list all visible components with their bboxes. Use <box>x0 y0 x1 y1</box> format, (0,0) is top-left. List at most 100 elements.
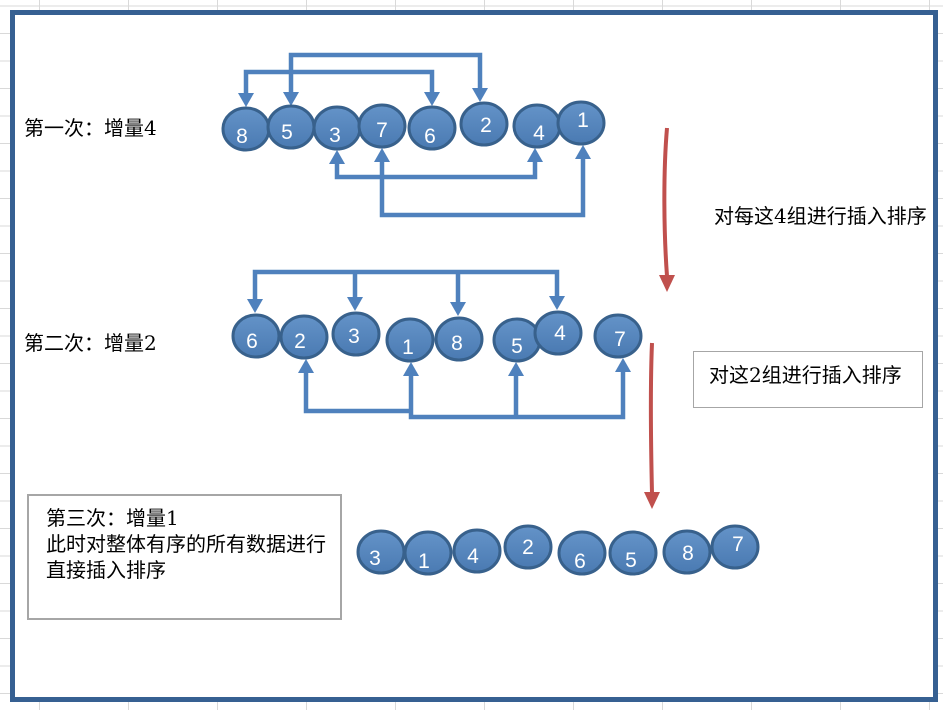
pass2-circle-6: 5 <box>492 317 542 363</box>
red-arrow-after-pass1 <box>662 127 669 277</box>
pass3-circle-shape-1 <box>356 529 406 575</box>
pass1-circle-shape-4 <box>357 103 407 149</box>
pass3-caption-line1: 第三次：增量1 <box>46 506 179 530</box>
pass3-caption-line3: 直接插入排序 <box>46 558 166 582</box>
pass3-circle-value-6: 5 <box>625 549 637 572</box>
pass3-circle-4: 2 <box>503 524 553 570</box>
pass2-circle-shape-7 <box>533 310 583 356</box>
red-arrow-after-pass2-arrowhead <box>644 492 660 509</box>
gap4-bottom-link-7-1-arrowhead-2 <box>575 145 591 159</box>
pass3-circle-shape-3 <box>452 528 502 574</box>
pass3-circle-shape-7 <box>662 529 712 575</box>
gap2-top-links-arrowhead-2 <box>347 297 363 311</box>
gap4-bottom-link-7-1-arrowhead-1 <box>374 148 390 162</box>
pass2-circle-value-4: 1 <box>402 336 414 359</box>
pass1-circle-value-7: 4 <box>533 122 545 145</box>
pass3-circle-shape-4 <box>503 524 553 570</box>
pass1-circle-value-5: 6 <box>424 125 436 148</box>
pass3-circle-7: 8 <box>662 529 712 575</box>
pass1-circle-6: 2 <box>459 101 509 147</box>
gap4-top-link-5-2-arrowhead-1 <box>283 92 299 106</box>
gap4-top-link-8-6 <box>243 69 435 95</box>
pass2-circle-value-3: 3 <box>348 325 360 348</box>
gap2-top-links <box>252 269 560 303</box>
gap2-top-links-arrowhead-1 <box>247 299 263 313</box>
pass1-circle-5: 6 <box>407 105 457 151</box>
pass1-circle-shape-5 <box>407 105 457 151</box>
pass1-circle-7: 4 <box>512 103 562 149</box>
gap4-top-link-5-2 <box>288 52 483 97</box>
pass2-caption-box: 对这2组进行插入排序 <box>693 351 923 408</box>
pass2-circle-shape-2 <box>279 314 329 360</box>
pass2-circle-2: 2 <box>279 314 329 360</box>
pass1-circle-2: 5 <box>266 104 316 150</box>
gap4-bottom-link-3-4-arrowhead-2 <box>527 148 543 162</box>
arrows-layer <box>238 52 675 509</box>
pass2-circle-value-2: 2 <box>294 330 306 353</box>
pass2-circle-shape-1 <box>231 313 281 359</box>
pass3-circle-value-8: 7 <box>732 533 744 556</box>
gap2-top-links-arrowhead-4 <box>549 296 565 310</box>
pass3-circle-shape-2 <box>403 530 453 576</box>
pass3-circle-1: 3 <box>356 529 406 575</box>
pass2-circle-value-6: 5 <box>511 335 523 358</box>
pass2-circle-3: 3 <box>331 311 381 357</box>
pass3-circle-2: 1 <box>403 530 453 576</box>
pass3-circle-3: 4 <box>452 528 502 574</box>
pass1-circle-value-6: 2 <box>480 114 492 137</box>
red-arrow-after-pass1-arrowhead <box>659 275 675 292</box>
pass1-circle-value-8: 1 <box>577 109 589 132</box>
pass1-circle-value-4: 7 <box>376 119 388 142</box>
pass3-caption-box: 第三次：增量1 此时对整体有序的所有数据进行 直接插入排序 <box>27 494 342 620</box>
pass2-circle-7: 4 <box>533 310 583 356</box>
pass3-circle-value-4: 2 <box>522 536 534 559</box>
pass1-circle-shape-8 <box>556 100 606 146</box>
pass1-circle-3: 3 <box>312 105 362 151</box>
pass2-circle-value-8: 7 <box>614 328 626 351</box>
pass2-circle-shape-4 <box>385 317 435 363</box>
pass2-circle-4: 1 <box>385 317 435 363</box>
pass2-circle-value-7: 4 <box>554 322 566 345</box>
pass3-circle-8: 7 <box>710 524 760 570</box>
gap4-bottom-link-3-4-arrowhead-1 <box>329 150 345 164</box>
pass2-circle-8: 7 <box>593 313 643 359</box>
pass2-circle-1: 6 <box>231 313 281 359</box>
gap4-bottom-link-3-4 <box>334 161 538 180</box>
red-arrow-after-pass2 <box>648 342 654 494</box>
pass3-circle-value-1: 3 <box>369 547 381 570</box>
pass2-circle-5: 8 <box>434 316 484 362</box>
gap2-bottom-links <box>303 371 626 420</box>
pass3-circle-shape-5 <box>557 530 607 576</box>
pass2-circle-shape-5 <box>434 316 484 362</box>
pass3-circle-value-7: 8 <box>682 542 694 565</box>
gap2-bottom-links-arrowhead-4 <box>615 358 631 372</box>
pass3-circle-shape-8 <box>710 524 760 570</box>
pass1-circle-4: 7 <box>357 103 407 149</box>
pass1-circle-value-1: 8 <box>236 125 248 148</box>
gap2-bottom-links-arrowhead-2 <box>403 362 419 376</box>
pass2-circle-shape-3 <box>331 311 381 357</box>
pass1-caption: 对每这4组进行插入排序 <box>714 204 927 228</box>
pass1-circle-8: 1 <box>556 100 606 146</box>
pass3-caption-line2: 此时对整体有序的所有数据进行 <box>46 532 326 556</box>
pass3-circle-value-2: 1 <box>418 550 430 573</box>
gap4-bottom-link-7-1 <box>379 159 586 218</box>
gap4-top-link-5-2-arrowhead-2 <box>472 88 488 102</box>
pass1-label: 第一次：增量4 <box>24 116 157 140</box>
gap2-bottom-links-arrowhead-1 <box>298 359 314 373</box>
pass3-circle-value-3: 4 <box>467 545 479 568</box>
pass3-circle-value-5: 6 <box>574 550 586 573</box>
pass2-circle-shape-8 <box>593 313 643 359</box>
gap2-bottom-links-arrowhead-3 <box>508 362 524 376</box>
gap2-top-links-arrowhead-3 <box>450 302 466 316</box>
pass2-circle-value-5: 8 <box>451 332 463 355</box>
pass2-caption: 对这2组进行插入排序 <box>709 363 902 387</box>
pass2-label: 第二次：增量2 <box>24 331 157 355</box>
gap4-top-link-8-6-arrowhead-2 <box>424 92 440 106</box>
pass1-circle-shape-6 <box>459 101 509 147</box>
pass2-circle-value-1: 6 <box>246 330 258 353</box>
pass1-circle-1: 8 <box>221 106 271 152</box>
